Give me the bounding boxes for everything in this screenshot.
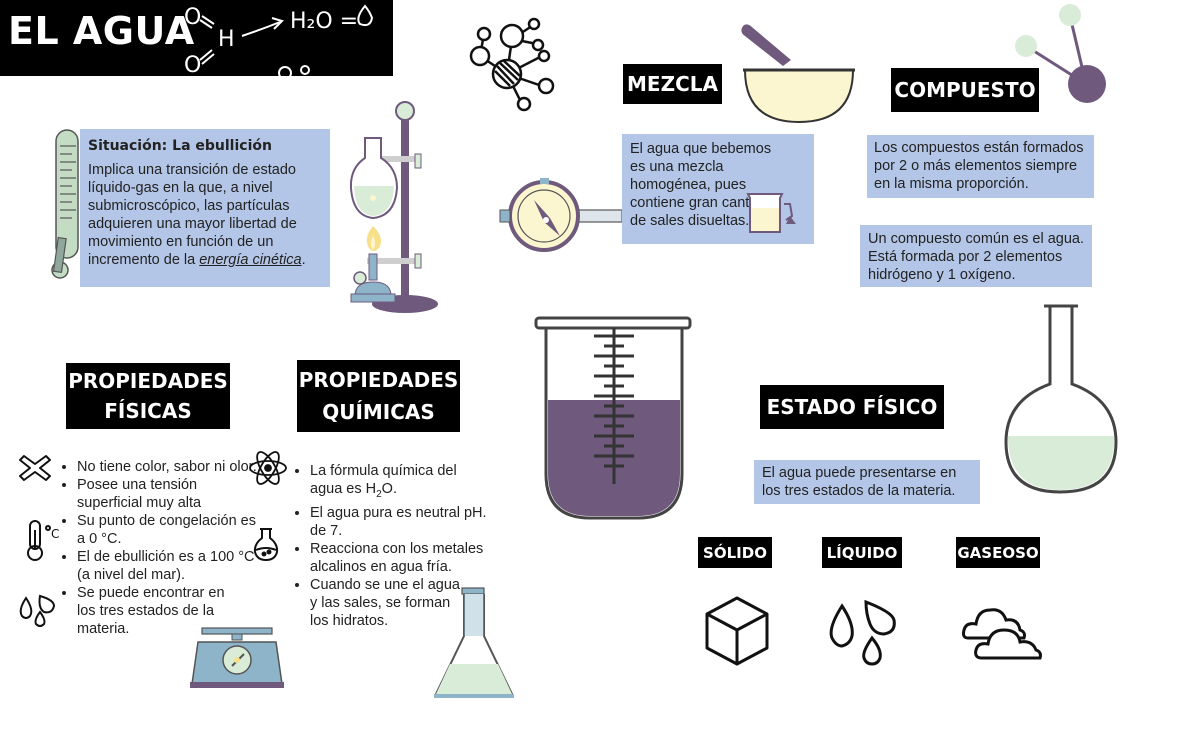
no-color-x-icon (19, 455, 51, 481)
compuesto-text-1: Los compuestos están formados por 2 o má… (874, 140, 1084, 192)
propiedades-fisicas-list: No tiene color, sabor ni olor. Posee una… (55, 458, 257, 638)
compuesto-label: COMPUESTO (891, 68, 1039, 112)
situacion-box: Situación: La ebullición Implica una tra… (80, 129, 330, 287)
situacion-emphasis: energía cinética (199, 252, 302, 268)
fisica-item: No tiene color, sabor ni olor. (77, 458, 257, 476)
propiedades-quimicas-list: La fórmula química del agua es H2O. El a… (288, 462, 488, 630)
fisica-item: Su punto de congelación es a 0 °C. (77, 512, 257, 548)
flask-small-icon (253, 528, 279, 562)
atom-icon (249, 451, 287, 485)
mezcla-text: El agua que bebemos es una mezcla homogé… (630, 141, 777, 229)
propiedades-quimicas-label: PROPIEDADES QUÍMICAS (297, 360, 460, 432)
formula-o2: O (184, 53, 201, 76)
water-formula-sketch: O H O H₂O = (184, 4, 374, 76)
fisica-item: Se puede encontrar en los tres estados d… (77, 584, 227, 638)
compound-molecule-icon (1015, 4, 1106, 103)
water-drops-icon (829, 599, 896, 666)
quimica-item: Reacciona con los metales alcalinos en a… (310, 540, 488, 576)
compuesto-text-2: Un compuesto común es el agua. Está form… (868, 231, 1085, 283)
graduated-beaker-icon (534, 316, 692, 520)
propiedades-fisicas-label: PROPIEDADES FÍSICAS (66, 363, 230, 429)
bunsen-stand-icon (349, 101, 438, 313)
compuesto-box-2: Un compuesto común es el agua. Está form… (860, 225, 1092, 287)
state-gaseoso-label: GASEOSO (956, 537, 1040, 568)
formula-o1: O (184, 5, 201, 30)
clouds-icon (962, 608, 1042, 660)
round-flask-icon (1004, 304, 1118, 494)
estado-fisico-text: El agua puede presentarse en los tres es… (762, 465, 957, 499)
mezcla-box: El agua que bebemos es una mezcla homogé… (622, 134, 814, 244)
estado-fisico-box: El agua puede presentarse en los tres es… (754, 460, 980, 504)
gauge-icon (499, 178, 623, 252)
quimica-item: El agua pura es neutral pH. de 7. (310, 504, 488, 540)
quimica-item: Cuando se une el agua y las sales, se fo… (310, 576, 460, 630)
situacion-text: Implica una transición de estado líquido… (88, 162, 306, 268)
state-solido-label: SÓLIDO (698, 537, 772, 568)
scale-icon (190, 627, 284, 688)
formula-h: H (218, 27, 235, 52)
estado-fisico-label: ESTADO FÍSICO (760, 385, 944, 429)
erlenmeyer-flask-icon (434, 587, 514, 698)
svg-text:C: C (51, 527, 59, 541)
title-bar: EL AGUA O H O H₂O = (0, 0, 393, 76)
quimica-item: La fórmula química del agua es H2O. (310, 462, 488, 504)
formula-product: H₂O = (290, 9, 358, 34)
fisica-item: El de ebullición es a 100 °C (a nivel de… (77, 548, 257, 584)
page-title: EL AGUA (8, 9, 195, 53)
fisica-item: Posee una tensión superficial muy alta (77, 476, 257, 512)
mortar-pestle-icon (741, 24, 855, 124)
beaker-small-icon (746, 193, 796, 233)
compuesto-box-1: Los compuestos están formados por 2 o má… (867, 135, 1094, 198)
cube-icon (705, 596, 769, 666)
situacion-heading: Situación: La ebullición (88, 138, 272, 154)
molecule-icon (469, 17, 555, 112)
drops-small-icon (19, 594, 56, 627)
thermometer-icon (51, 129, 79, 279)
mezcla-label: MEZCLA (623, 64, 722, 104)
thermometer-celsius-icon: C (27, 520, 59, 561)
state-liquido-label: LÍQUIDO (822, 537, 902, 568)
